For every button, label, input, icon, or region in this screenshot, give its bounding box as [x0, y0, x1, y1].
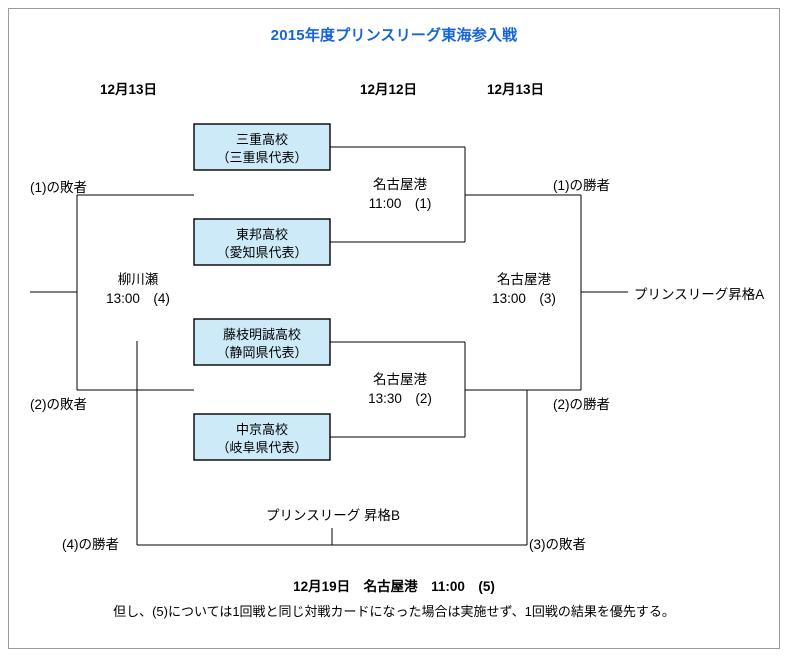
label-winner-match2: (2)の勝者: [553, 397, 610, 412]
label-winner-match1: (1)の勝者: [553, 178, 610, 193]
team-box-2: [193, 218, 331, 266]
match-label-4: 柳川瀬 13:00 (4): [78, 270, 198, 308]
footer-final-match: 12月19日 名古屋港 11:00 (5): [293, 579, 495, 594]
team-label-1: 三重高校 （三重県代表）: [194, 131, 330, 167]
team-name-4: 中京高校: [235, 422, 288, 437]
team-region-3: （静岡県代表）: [216, 345, 308, 360]
label-loser-match2: (2)の敗者: [30, 397, 87, 412]
page-title: 2015年度プリンスリーグ東海参入戦: [270, 27, 518, 44]
date-header-left: 12月13日: [100, 82, 158, 97]
team-name-2: 東邦高校: [235, 227, 288, 242]
team-region-1: （三重県代表）: [216, 150, 308, 165]
label-promotion-a: プリンスリーグ昇格A: [634, 287, 765, 302]
match-time-4: 13:00 (4): [106, 291, 170, 306]
match-time-2: 13:30 (2): [368, 391, 432, 406]
team-label-4: 中京高校 （岐阜県代表）: [194, 421, 330, 457]
match-venue-3: 名古屋港: [497, 272, 551, 287]
match-venue-4: 柳川瀬: [117, 272, 159, 287]
label-promotion-b: プリンスリーグ 昇格B: [266, 508, 400, 523]
team-box-4: [193, 413, 331, 461]
team-label-2: 東邦高校 （愛知県代表）: [194, 226, 330, 262]
match-label-3: 名古屋港 13:00 (3): [464, 270, 584, 308]
match-venue-1: 名古屋港: [373, 177, 427, 192]
team-name-3: 藤枝明誠高校: [222, 327, 301, 342]
match-time-1: 11:00 (1): [368, 196, 432, 211]
team-region-2: （愛知県代表）: [216, 245, 308, 260]
label-loser-match1: (1)の敗者: [30, 180, 87, 195]
footer-note: 但し、(5)については1回戦と同じ対戦カードになった場合は実施せず、1回戦の結果…: [113, 604, 675, 619]
match-time-3: 13:00 (3): [492, 291, 556, 306]
match-venue-2: 名古屋港: [373, 372, 427, 387]
date-header-middle: 12月12日: [360, 82, 418, 97]
match-label-1: 名古屋港 11:00 (1): [335, 175, 465, 213]
team-label-3: 藤枝明誠高校 （静岡県代表）: [194, 326, 330, 362]
team-box-1: [193, 123, 331, 171]
date-header-right: 12月13日: [487, 82, 545, 97]
label-winner-match4: (4)の勝者: [62, 537, 119, 552]
label-loser-match3: (3)の敗者: [529, 537, 586, 552]
match-label-2: 名古屋港 13:30 (2): [335, 370, 465, 408]
team-name-1: 三重高校: [235, 132, 288, 147]
team-region-4: （岐阜県代表）: [216, 440, 308, 455]
